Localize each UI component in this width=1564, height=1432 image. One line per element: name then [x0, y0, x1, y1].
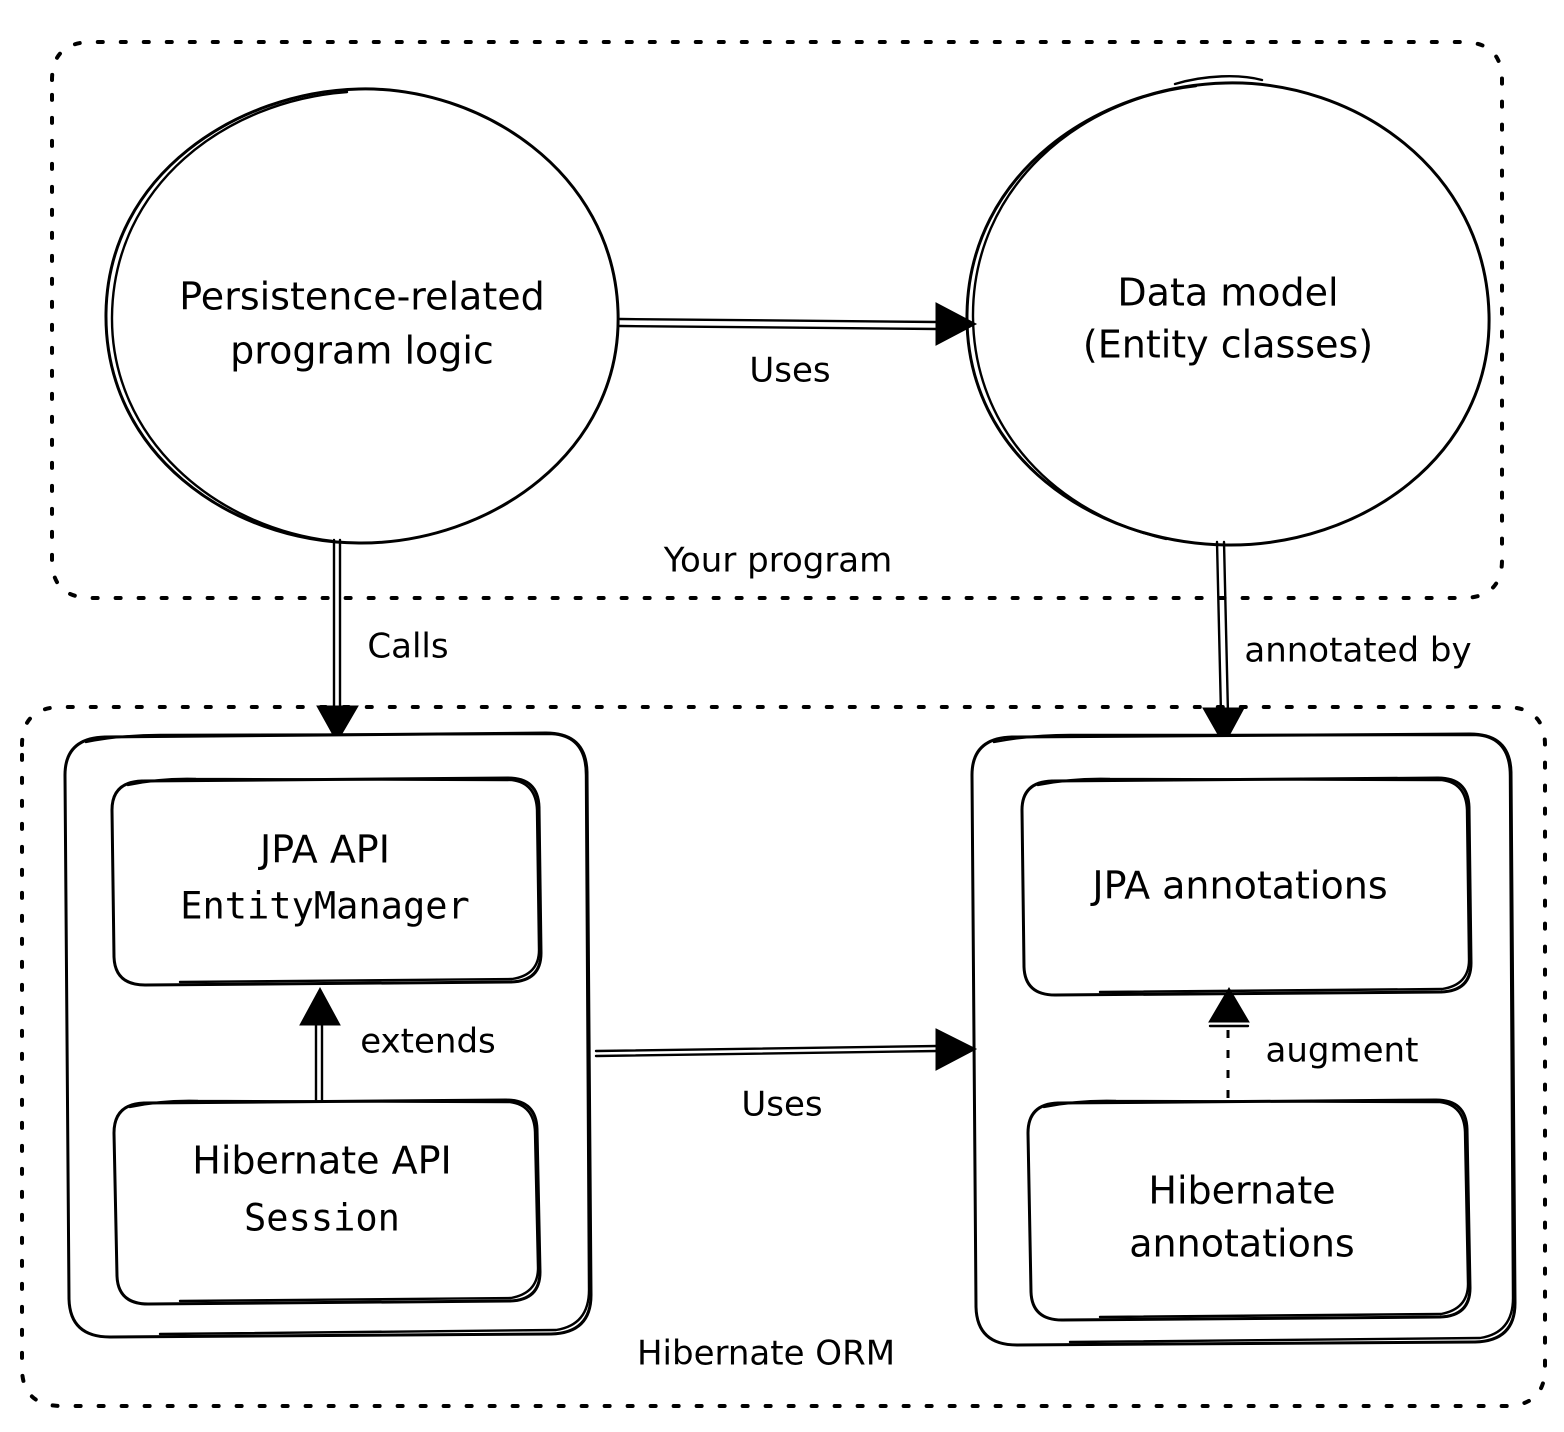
- hibernate-orm-border: [20, 705, 1547, 1408]
- data-model-line-2: (Entity classes): [1083, 323, 1373, 367]
- persistence-logic-line-1: Persistence-related: [179, 275, 544, 319]
- node-jpa-annotations[interactable]: JPA annotations: [1020, 776, 1473, 997]
- uses-top-arrowhead: [935, 302, 978, 346]
- data-model-outline-2: [971, 84, 1198, 541]
- annotated-by-line-b: [1222, 540, 1230, 716]
- node-persistence-logic[interactable]: Persistence-related program logic: [104, 87, 620, 545]
- uses-top-line-a: [618, 317, 940, 324]
- node-data-model[interactable]: Data model (Entity classes): [965, 75, 1491, 547]
- annotated-by-arrowhead: [1202, 707, 1245, 747]
- edge-label-calls: Calls: [367, 627, 448, 667]
- edge-augment: augment: [1208, 987, 1419, 1098]
- hibernate-api-outline: [112, 1098, 542, 1306]
- calls-arrowhead: [316, 705, 359, 744]
- container-hibernate-orm: Hibernate ORM: [20, 705, 1547, 1408]
- uses-bottom-arrowhead: [935, 1028, 978, 1071]
- uses-bottom-line-b: [594, 1049, 940, 1058]
- persistence-logic-outline-2: [110, 90, 349, 543]
- edge-label-augment: augment: [1266, 1031, 1419, 1071]
- data-model-sketch-tick: [1173, 75, 1264, 86]
- jpa-api-line-2: EntityManager: [180, 885, 470, 928]
- your-program-border: [50, 40, 1504, 600]
- jpa-api-outline: [110, 776, 543, 987]
- hibernate-api-outline-2: [128, 1099, 540, 1303]
- uses-top-line-b: [618, 324, 940, 331]
- edge-label-uses-bottom: Uses: [741, 1085, 822, 1125]
- edge-label-extends: extends: [360, 1022, 496, 1062]
- jpa-api-group-outline-2: [84, 732, 591, 1336]
- data-model-line-1: Data model: [1117, 271, 1338, 315]
- edge-label-annotated-by: annotated by: [1244, 631, 1471, 671]
- node-hibernate-annotations[interactable]: Hibernate annotations: [1026, 1098, 1472, 1322]
- jpa-annotations-line-1: JPA annotations: [1090, 864, 1387, 908]
- extends-arrowhead: [299, 986, 341, 1026]
- uses-bottom-line-a: [594, 1044, 940, 1053]
- hibernate-annotations-line-2: annotations: [1129, 1222, 1354, 1266]
- hibernate-annotations-outline: [1026, 1098, 1472, 1322]
- container-label-your-program: Your program: [663, 541, 893, 581]
- persistence-logic-line-2: program logic: [230, 329, 494, 373]
- hibernate-api-line-2: Session: [244, 1197, 400, 1240]
- augment-arrowhead: [1208, 987, 1250, 1023]
- jpa-annotations-outline-2: [1036, 777, 1471, 994]
- edge-annotated-by: annotated by: [1202, 540, 1472, 747]
- edge-label-uses-top: Uses: [749, 351, 830, 391]
- edge-uses-top: Uses: [618, 302, 978, 391]
- persistence-logic-outline: [104, 87, 620, 545]
- node-hibernate-api[interactable]: Hibernate API Session: [112, 1098, 542, 1306]
- hibernate-annotations-line-1: Hibernate: [1148, 1169, 1335, 1213]
- annotated-by-line-a: [1215, 540, 1223, 716]
- node-jpa-api[interactable]: JPA API EntityManager: [110, 776, 543, 987]
- annotations-group-outline-2: [992, 733, 1515, 1344]
- jpa-api-line-1: JPA API: [258, 828, 390, 872]
- edge-uses-bottom: Uses: [594, 1028, 978, 1125]
- container-your-program: Your program: [50, 40, 1504, 600]
- jpa-annotations-outline: [1020, 776, 1473, 997]
- hibernate-annotations-outline-2: [1042, 1099, 1470, 1319]
- hibernate-api-line-1: Hibernate API: [192, 1139, 451, 1183]
- container-label-hibernate-orm: Hibernate ORM: [637, 1334, 895, 1374]
- edge-calls: Calls: [316, 538, 449, 744]
- jpa-api-outline-2: [126, 777, 541, 984]
- edge-extends: extends: [299, 986, 496, 1102]
- data-model-outline: [965, 81, 1491, 547]
